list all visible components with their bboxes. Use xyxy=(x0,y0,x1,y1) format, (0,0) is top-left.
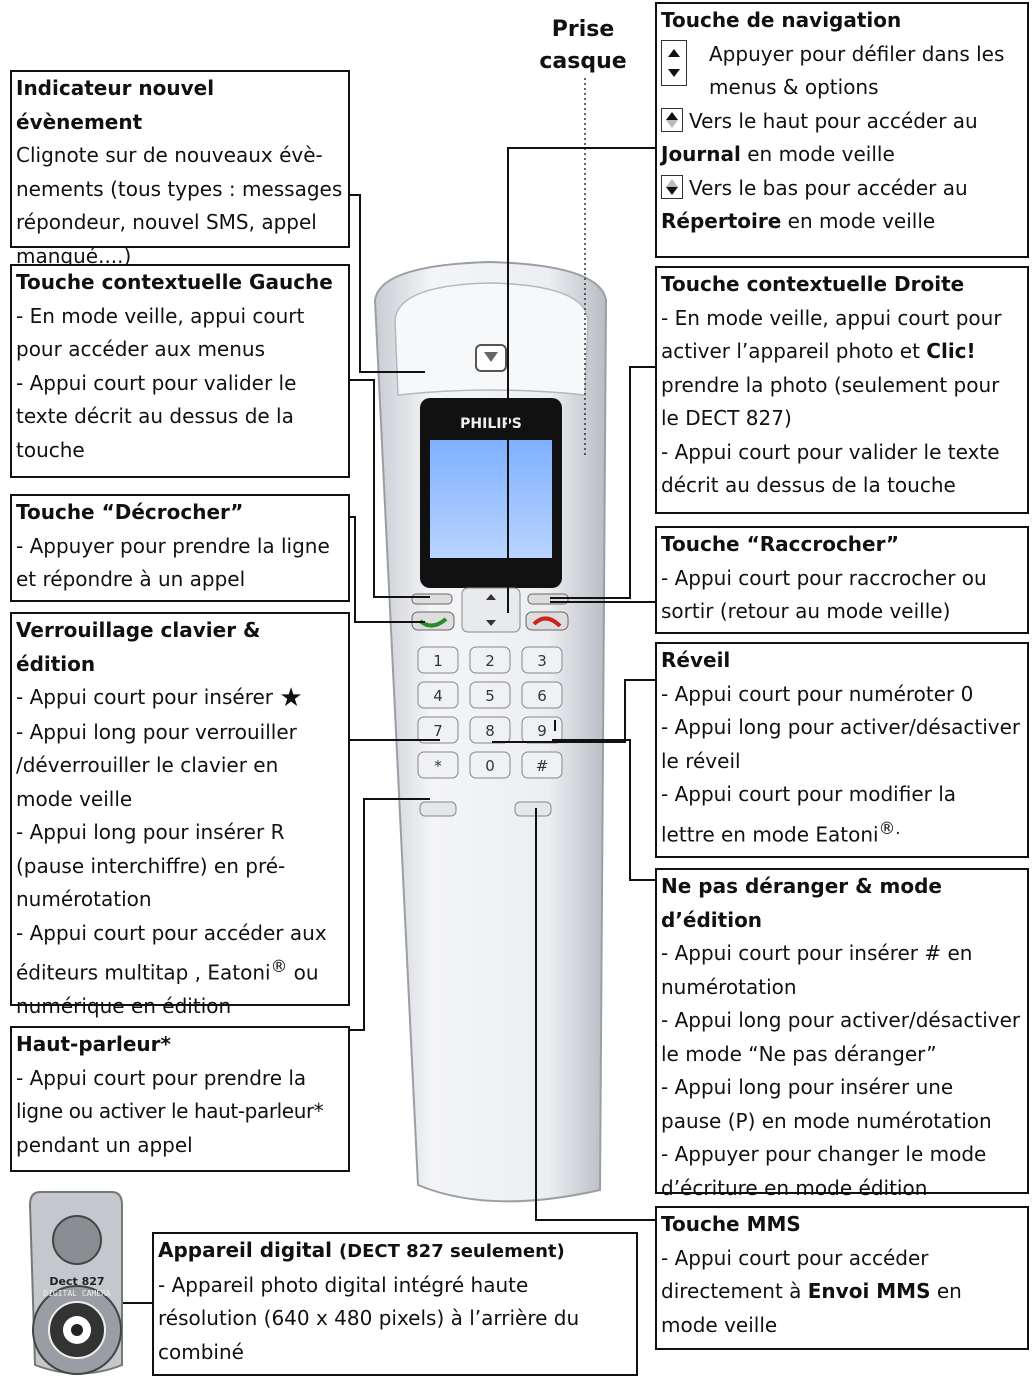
navigation-key-box: Touche de navigation Appuyer pour défile… xyxy=(655,2,1029,258)
alarm-box: Réveil - Appui court pour numéroter 0 - … xyxy=(655,642,1029,858)
do-not-disturb-box: Ne pas déranger & mode d’édition - Appui… xyxy=(655,868,1029,1200)
on-hook-key-box: Touche “Raccrocher” - Appui court pour r… xyxy=(655,526,1029,634)
on-hook-key xyxy=(525,611,569,631)
mms-key-box: Touche MMS - Appui court pour accéder di… xyxy=(655,1206,1029,1350)
keypad-key-label: 1 xyxy=(433,652,443,670)
keypad-key-label: 3 xyxy=(537,652,547,670)
headset-jack-label: Prise casque xyxy=(539,17,627,74)
down-arrow-icon xyxy=(661,174,683,199)
keypad-key-label: 9 xyxy=(537,722,547,740)
keypad-key-label: 2 xyxy=(485,652,495,670)
left-soft-key xyxy=(411,593,453,605)
lcd-screen xyxy=(430,440,552,558)
keypad-key-label: 5 xyxy=(485,687,495,705)
handset-top-cap xyxy=(394,282,589,396)
keypad-key-2 xyxy=(469,646,511,674)
speaker-box: Haut-parleur* - Appui court pour prendre… xyxy=(10,1026,350,1172)
keypad-key-0 xyxy=(469,751,511,779)
new-event-indicator-box: Indicateur nouvel évènement Clignote sur… xyxy=(10,70,350,268)
keypad-key-5 xyxy=(469,681,511,709)
keypad-key-label: 0 xyxy=(485,757,495,775)
keypad: 1 2 3 4 5 6 7 8 9 * 0 # xyxy=(417,646,563,779)
keypad-key-6 xyxy=(521,681,563,709)
keypad-key-1 xyxy=(417,646,459,674)
keypad-key-label: 7 xyxy=(433,722,443,740)
keypad-key-7 xyxy=(417,716,459,744)
camera-ring-label: DIGITAL CAMERA xyxy=(43,1289,111,1298)
left-soft-key-box: Touche contextuelle Gauche - En mode vei… xyxy=(10,264,350,478)
up-arrow-icon xyxy=(661,107,683,132)
keypad-key-8 xyxy=(469,716,511,744)
keypad-lock-box: Verrouillage clavier & édition - Appui c… xyxy=(10,612,350,1018)
keypad-key-4 xyxy=(417,681,459,709)
camera-model-label: Dect 827 xyxy=(49,1275,104,1288)
digital-camera-box: Appareil digital (DECT 827 seulement) - … xyxy=(152,1232,638,1376)
keypad-key-# xyxy=(521,751,563,779)
keypad-key-* xyxy=(417,751,459,779)
keypad-key-label: * xyxy=(434,757,442,775)
handsfree-key xyxy=(419,801,457,817)
up-down-arrow-icon xyxy=(661,40,687,86)
navigation-key xyxy=(461,587,521,633)
keypad-key-label: 8 xyxy=(485,722,495,740)
right-soft-key-box: Touche contextuelle Droite - En mode vei… xyxy=(655,266,1029,514)
keypad-key-label: 6 xyxy=(537,687,547,705)
keypad-key-3 xyxy=(521,646,563,674)
keypad-key-label: # xyxy=(536,757,549,775)
mms-key xyxy=(514,801,552,817)
phone-brand-logo: PHILIPS xyxy=(460,416,522,432)
off-hook-key-box: Touche “Décrocher” - Appuyer pour prendr… xyxy=(10,494,350,602)
camera-back-button xyxy=(52,1215,102,1265)
star-key-icon: ★ xyxy=(279,683,303,713)
keypad-key-label: 4 xyxy=(433,687,443,705)
